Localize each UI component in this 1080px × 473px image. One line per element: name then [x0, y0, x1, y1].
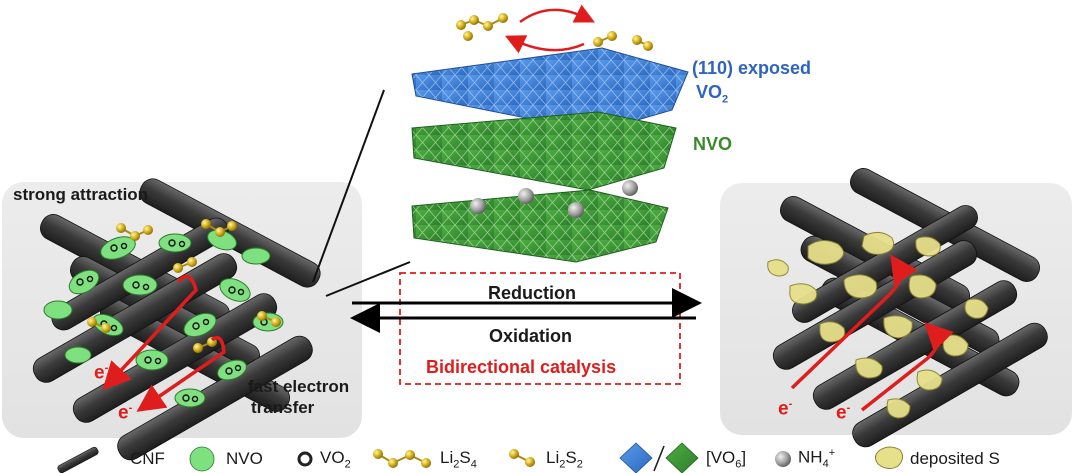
- bidirectional-catalysis-label: Bidirectional catalysis: [426, 357, 617, 377]
- deposited-s-icon: [874, 446, 904, 470]
- legend-vo6: [VO6]: [706, 447, 747, 471]
- legend-nvo: NVO: [226, 449, 263, 468]
- reduction-label: Reduction: [488, 283, 576, 303]
- nvo-layer-lower: [411, 189, 669, 263]
- legend-cnf: CNF: [130, 449, 165, 468]
- li2s4-chain-icon: [373, 449, 431, 468]
- reaction-arrows: [350, 272, 702, 385]
- nh4-sphere-icon: [775, 451, 791, 467]
- fast-electron-label: fast electron: [248, 377, 350, 396]
- legend-deposited-s: deposited S: [910, 449, 1000, 468]
- zoom-lines: [312, 89, 411, 297]
- electron-path-arrow-2: [136, 336, 226, 412]
- left-cnf-network: [32, 178, 321, 461]
- crystal-structure: [411, 4, 689, 263]
- vo6-octahedra-icon: [619, 442, 699, 473]
- electron-label-2: e-: [118, 402, 133, 424]
- electron-label-3: e-: [778, 398, 793, 420]
- li2s2-dumbbell-icon: [509, 449, 535, 467]
- transfer-label: transfer: [251, 398, 315, 417]
- legend-li2s4: Li2S4: [440, 447, 477, 471]
- electron-label-1: e-: [94, 362, 109, 384]
- exposed-110-label: (110) exposed: [692, 58, 812, 78]
- bidirectional-catalysis-box: [399, 272, 681, 385]
- strong-attraction-label: strong attraction: [13, 185, 149, 204]
- legend-nh4: NH4+: [798, 447, 836, 471]
- electron-path-arrow-1: [102, 274, 198, 391]
- oxidation-label: Oxidation: [489, 326, 573, 346]
- vo2-layer: [411, 47, 689, 133]
- electron-label-4: e-: [836, 402, 851, 424]
- cnf-rod-icon: [57, 446, 99, 473]
- nvo-layer-upper: [411, 111, 677, 191]
- vo2-ring-icon: [297, 451, 313, 467]
- legend-icons: [57, 442, 904, 473]
- legend-vo2: VO2: [320, 447, 351, 471]
- right-cnf-network: [767, 168, 1048, 448]
- vo2-structure-label: VO2: [696, 82, 729, 106]
- nvo-structure-label: NVO: [693, 134, 733, 154]
- legend-li2s2: Li2S2: [546, 447, 583, 471]
- nvo-blob-icon: [189, 446, 215, 472]
